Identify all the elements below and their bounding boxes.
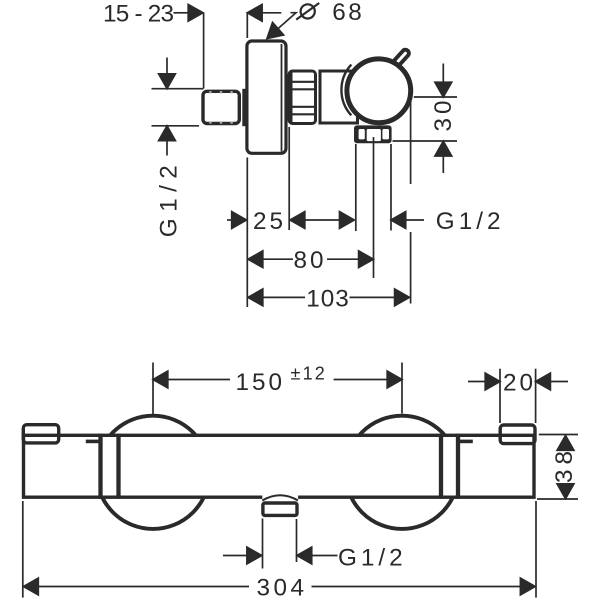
svg-text:G1/2: G1/2 bbox=[155, 165, 182, 237]
svg-text:150: 150 bbox=[236, 369, 286, 396]
svg-text:30: 30 bbox=[430, 101, 457, 132]
svg-text:25: 25 bbox=[253, 208, 286, 235]
svg-text:103: 103 bbox=[306, 285, 350, 312]
svg-text:±12: ±12 bbox=[291, 364, 328, 384]
svg-text:68: 68 bbox=[332, 0, 364, 26]
svg-text:20: 20 bbox=[503, 369, 536, 396]
svg-text:304: 304 bbox=[256, 574, 307, 600]
svg-text:G1/2: G1/2 bbox=[338, 544, 407, 571]
svg-text:38: 38 bbox=[551, 451, 578, 483]
svg-text:80: 80 bbox=[293, 247, 326, 274]
svg-text:G1/2: G1/2 bbox=[436, 208, 505, 235]
svg-text:15 - 23: 15 - 23 bbox=[103, 1, 174, 28]
